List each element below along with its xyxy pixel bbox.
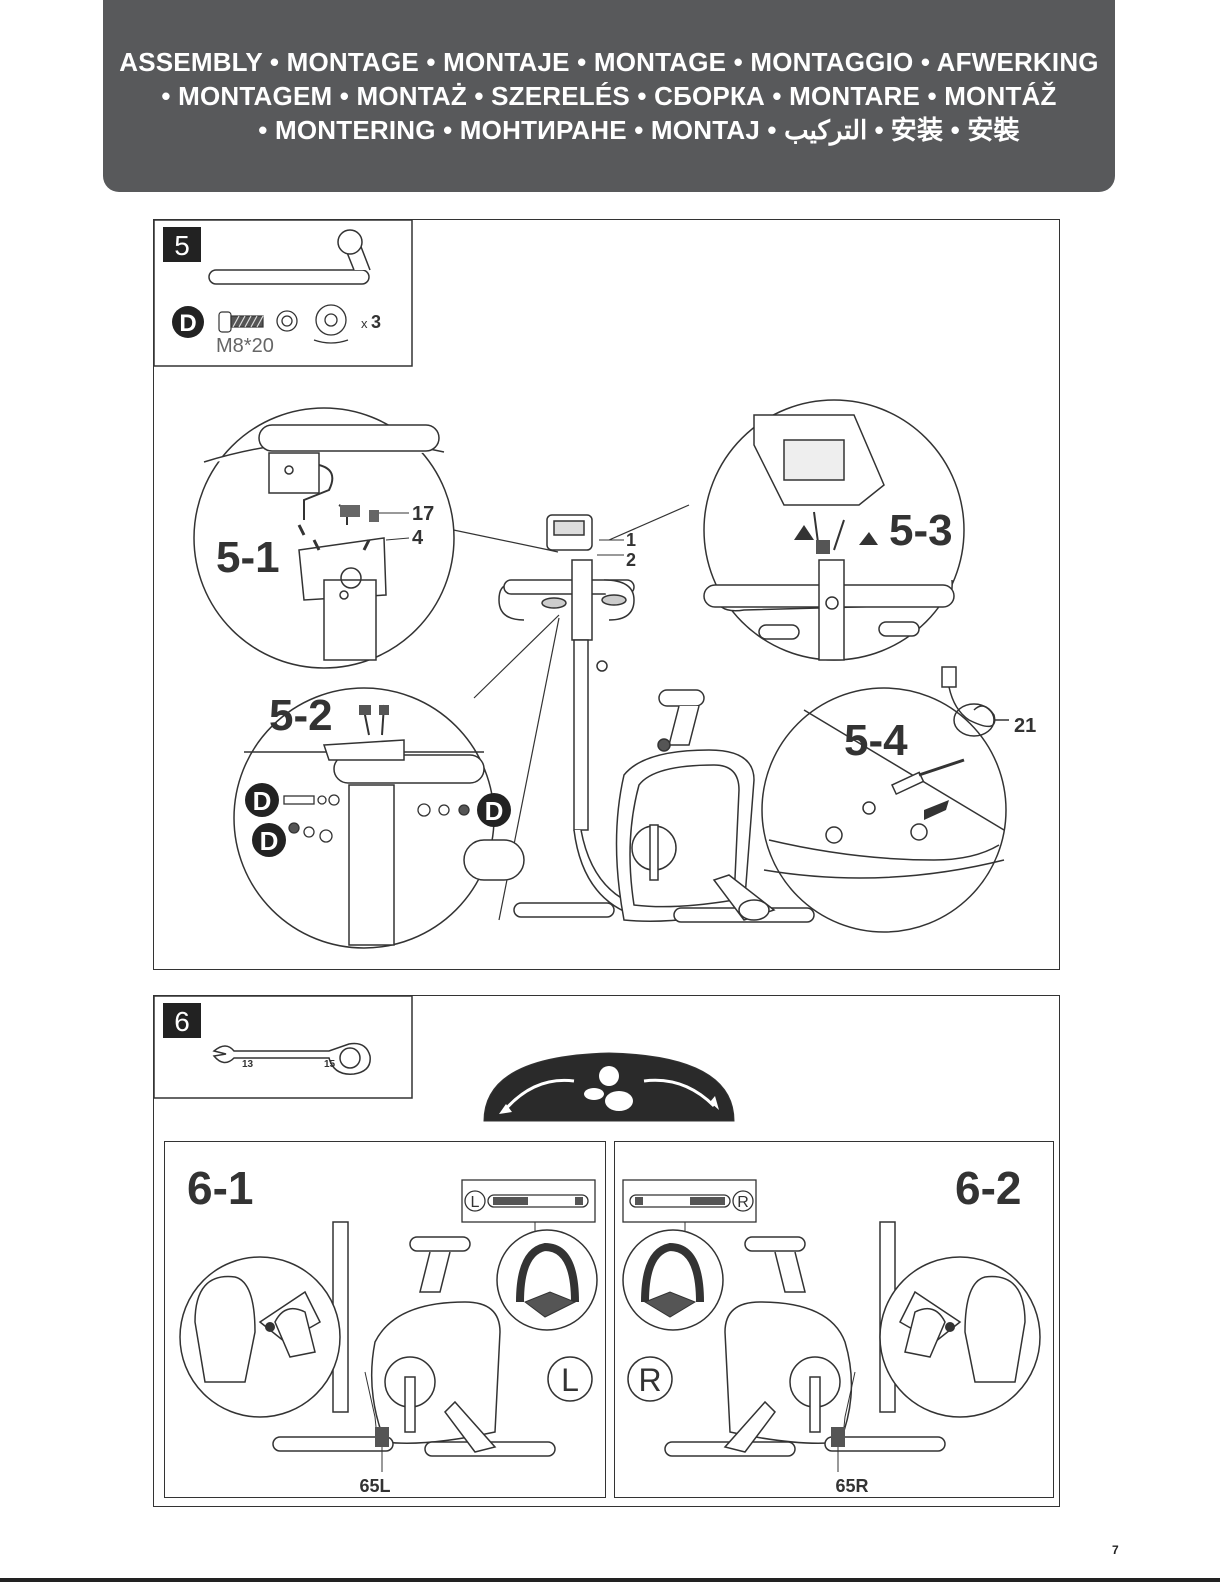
quantity-prefix: x [361, 316, 368, 331]
header-line-1: ASSEMBLY • MONTAGE • MONTAJE • MONTAGE •… [103, 45, 1115, 79]
wrench-size-a: 13 [242, 1059, 254, 1070]
detail-5-4: 5-4 [762, 688, 1006, 932]
part-4-label: 4 [412, 527, 424, 549]
page-header: ASSEMBLY • MONTAGE • MONTAJE • MONTAGE •… [103, 0, 1115, 192]
bottom-rule [0, 1578, 1220, 1582]
detail-6-2-side-large: R [638, 1362, 661, 1398]
detail-6-1-side-large: L [561, 1362, 579, 1398]
detail-6-1-panel: 6-1 L L [164, 1141, 606, 1498]
page-number: 7 [1112, 1543, 1119, 1557]
detail-6-1-illustration: 6-1 L L [165, 1142, 605, 1497]
detail-6-1-label: 6-1 [187, 1162, 253, 1214]
detail-6-2-label: 6-2 [955, 1162, 1021, 1214]
detail-5-3: 5-3 [704, 400, 964, 660]
step-6-number: 6 [174, 1006, 190, 1037]
part-2-label: 2 [626, 550, 636, 570]
step-5-number: 5 [174, 230, 190, 261]
detail-6-2-panel: 6-2 R R [614, 1141, 1054, 1498]
header-line-3: • MONTERING • МОНТИРАНЕ • MONTAJ • الترك… [163, 113, 1115, 147]
detail-5-2-hardware-lower: D [260, 826, 279, 856]
quantity-value: 3 [371, 312, 381, 332]
step-5-panel: 5 D x 3 M8*20 [153, 219, 1060, 970]
detail-5-1-label: 5-1 [216, 533, 280, 582]
part-65l-label: 65L [359, 1476, 390, 1496]
detail-5-2-label: 5-2 [269, 691, 333, 740]
part-17-label: 17 [412, 503, 434, 525]
detail-6-1-side-small: L [471, 1194, 480, 1211]
pedal-direction-banner [484, 1053, 734, 1121]
header-line-2: • MONTAGEM • MONTAŻ • SZERELÉS • СБОРКА … [103, 79, 1115, 113]
bolt-size-label: M8*20 [216, 335, 274, 357]
detail-5-2-hardware-right: D [485, 796, 504, 826]
detail-5-1: 5-1 17 4 [194, 408, 454, 668]
part-21-label: 21 [1014, 715, 1036, 737]
hardware-d-letter: D [179, 310, 196, 337]
detail-5-2-hardware-left: D [253, 786, 272, 816]
part-65r-label: 65R [835, 1476, 868, 1496]
detail-5-2: 5-2 D D D [234, 688, 524, 948]
wrench-size-b: 15 [324, 1059, 336, 1070]
detail-5-4-label: 5-4 [844, 716, 908, 765]
part-1-label: 1 [626, 530, 636, 550]
step-6-panel: 6 13 15 6-1 L [153, 995, 1060, 1507]
detail-5-3-label: 5-3 [889, 506, 953, 555]
detail-6-2-illustration: 6-2 R R [615, 1142, 1053, 1497]
step-5-illustration: 5 D x 3 M8*20 [154, 220, 1059, 969]
detail-6-2-side-small: R [737, 1194, 749, 1211]
